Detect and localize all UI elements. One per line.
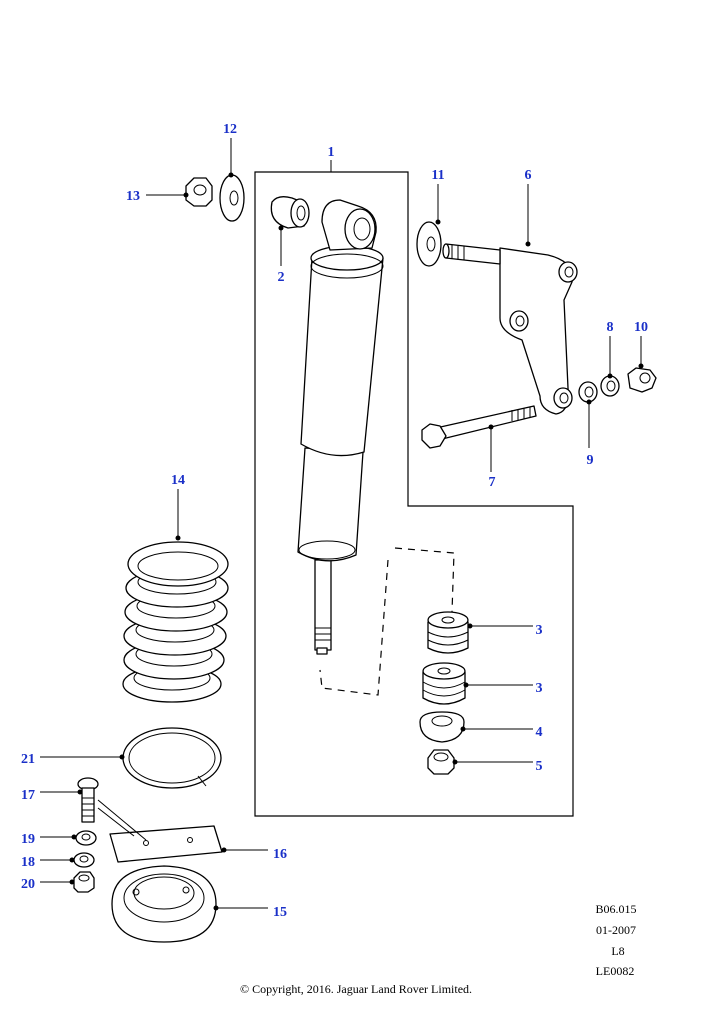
callout-18: 18 xyxy=(21,855,35,870)
copyright-notice: © Copyright, 2016. Jaguar Land Rover Lim… xyxy=(240,982,472,996)
callout-labels: 1 2 3 3 4 5 6 7 8 9 10 11 12 13 14 15 16… xyxy=(21,122,648,920)
callout-15: 15 xyxy=(273,905,287,920)
callout-17: 17 xyxy=(21,788,35,803)
rubber-kit-dashed-outline xyxy=(319,547,455,696)
washer-part-12 xyxy=(219,174,245,222)
nut-part-5 xyxy=(427,749,455,775)
callout-12: 12 xyxy=(223,122,237,137)
kit-frame xyxy=(254,171,574,817)
washer-part-9 xyxy=(578,381,598,403)
callout-4: 4 xyxy=(536,725,543,740)
reference-block: B06.015 01-2007 L8 LE0082 xyxy=(595,902,636,978)
nut-part-10 xyxy=(627,367,657,393)
callout-11: 11 xyxy=(431,168,444,183)
callout-21: 21 xyxy=(21,752,35,767)
callout-16: 16 xyxy=(273,847,287,862)
nut-part-20 xyxy=(73,871,95,893)
callout-6: 6 xyxy=(525,168,532,183)
callout-1: 1 xyxy=(328,145,335,160)
bush-part-2 xyxy=(270,196,310,229)
bracket-part-6 xyxy=(442,243,578,415)
callout-13: 13 xyxy=(126,189,140,204)
callout-20: 20 xyxy=(21,877,35,892)
reference-level: L8 xyxy=(611,944,624,958)
callout-10: 10 xyxy=(634,320,648,335)
reference-illustration: LE0082 xyxy=(596,964,635,978)
plate-part-16 xyxy=(109,825,223,863)
coil-spring-part-14 xyxy=(122,541,229,703)
ring-part-21 xyxy=(122,727,222,789)
nut-part-13 xyxy=(185,177,213,207)
bolt-part-7 xyxy=(421,405,537,449)
callout-7: 7 xyxy=(489,475,496,490)
washer-part-8 xyxy=(600,375,620,397)
rubber-bush-part-3-upper xyxy=(427,611,469,654)
leader-lines xyxy=(40,138,644,911)
bolt-part-17 xyxy=(77,777,147,841)
callout-19: 19 xyxy=(21,832,35,847)
cup-washer-part-4 xyxy=(419,711,465,743)
rubber-bush-part-3-lower xyxy=(422,662,466,705)
reference-date: 01-2007 xyxy=(596,923,636,937)
callout-3-lower: 3 xyxy=(536,681,543,696)
callout-3-upper: 3 xyxy=(536,623,543,638)
washer-part-19 xyxy=(75,830,97,846)
callout-9: 9 xyxy=(587,453,594,468)
callout-5: 5 xyxy=(536,759,543,774)
reference-code: B06.015 xyxy=(595,902,636,916)
callout-8: 8 xyxy=(607,320,614,335)
washer-part-18 xyxy=(73,852,95,868)
shock-absorber-part-1 xyxy=(297,199,384,655)
callout-2: 2 xyxy=(278,270,285,285)
callout-14: 14 xyxy=(171,473,185,488)
spring-seat-part-15 xyxy=(111,865,217,943)
washer-part-11 xyxy=(416,221,442,267)
